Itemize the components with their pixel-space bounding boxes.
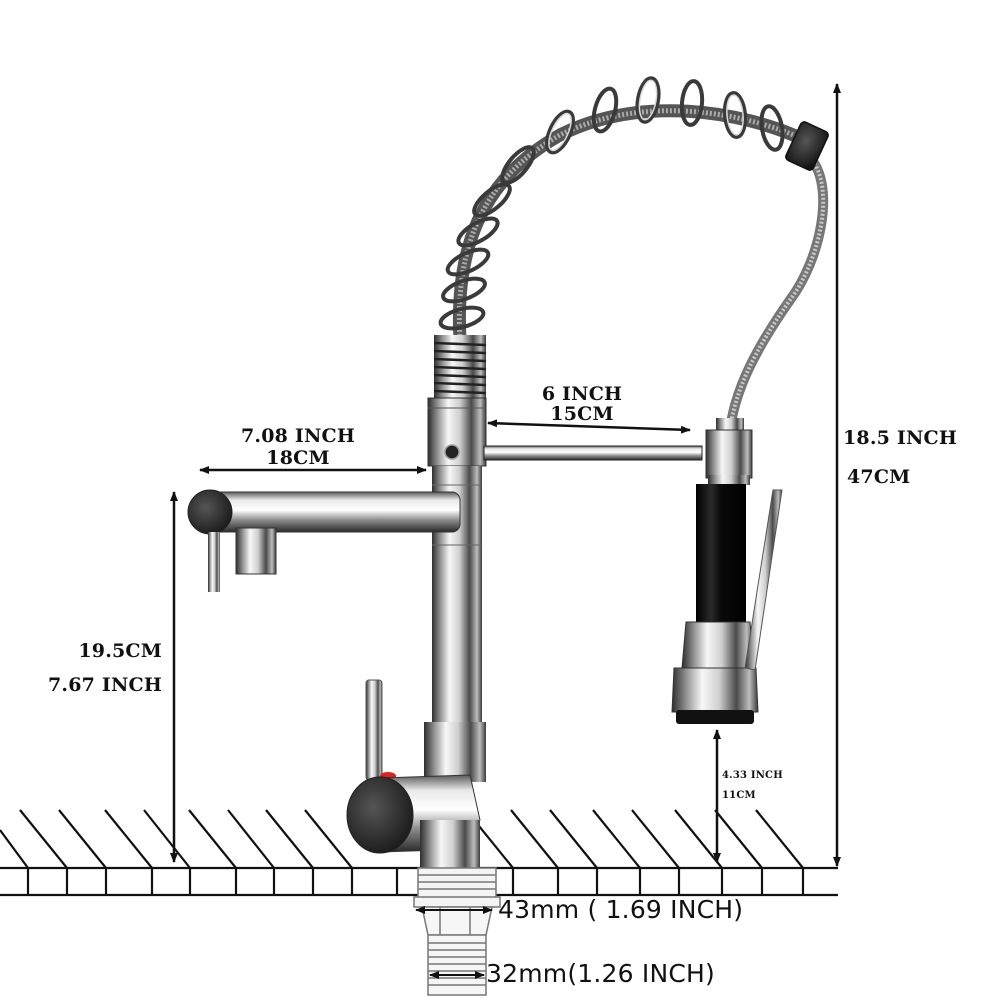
mount-diameter-label: 43mm ( 1.69 INCH) xyxy=(498,895,744,924)
spring-coil xyxy=(438,76,829,347)
spout-height-inch-label: 7.67 INCH xyxy=(47,674,162,696)
sprayer-arm-dimension-line xyxy=(487,419,691,434)
shank-diameter-label: 32mm(1.26 INCH) xyxy=(486,959,715,988)
braided-hose xyxy=(725,155,829,435)
sprayer-clearance-inch-label: 4.33 INCH xyxy=(722,770,783,781)
mounting-shank xyxy=(413,867,501,996)
mixer-handle xyxy=(346,679,481,868)
spout-reach-cm-label: 18CM xyxy=(266,447,330,469)
total-height-cm-label: 47CM xyxy=(847,466,911,488)
dimension-lines xyxy=(170,83,841,979)
sprayer-arm-inch-label: 6 INCH xyxy=(541,383,623,405)
faucet-body xyxy=(424,397,487,782)
swivel-spout xyxy=(187,489,461,592)
sprayer-arm xyxy=(483,445,703,461)
ribbed-collar xyxy=(433,335,487,400)
spout-reach-inch-label: 7.08 INCH xyxy=(240,425,356,447)
sprayer-clearance-cm-label: 11CM xyxy=(722,790,756,801)
spout-height-cm-label: 19.5CM xyxy=(78,640,162,662)
pull-down-sprayer xyxy=(671,418,783,724)
sprayer-arm-cm-label: 15CM xyxy=(550,403,614,425)
total-height-inch-label: 18.5 INCH xyxy=(843,427,958,449)
countertop-hatching xyxy=(0,809,838,897)
